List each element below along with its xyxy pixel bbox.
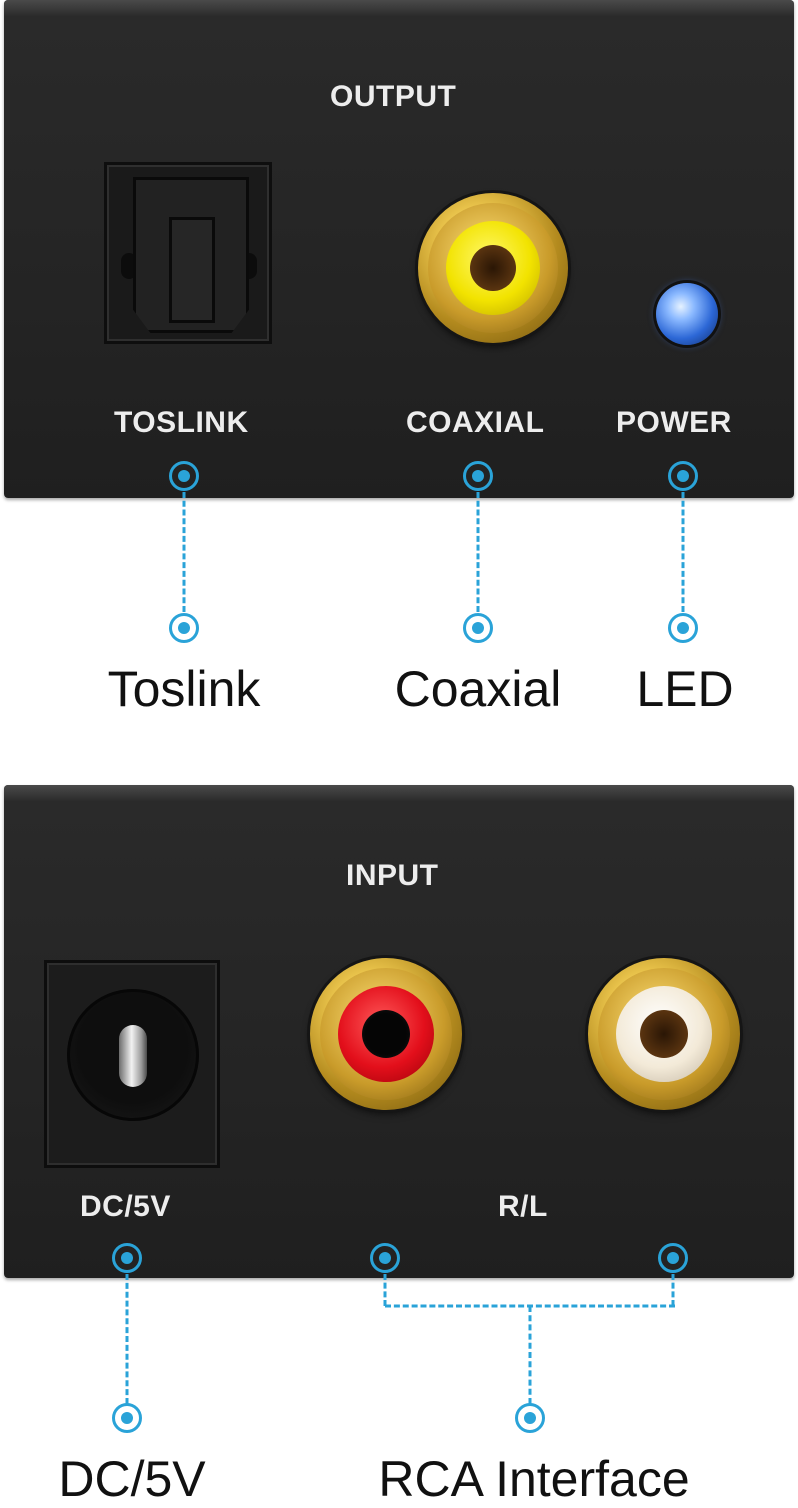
coaxial-callout-bottom-dot: [463, 613, 493, 643]
coaxial-callout-line: [476, 492, 480, 612]
input-title: INPUT: [346, 859, 439, 892]
dc-callout-bottom-dot: [112, 1403, 142, 1433]
led-callout-line: [681, 492, 685, 612]
dc-caption: DC/5V: [58, 1451, 206, 1507]
dc-power-jack: [44, 960, 220, 1168]
coaxial-jack: [418, 193, 568, 343]
power-label: POWER: [616, 406, 732, 439]
output-title: OUTPUT: [330, 80, 457, 113]
rca-right-hole: [362, 1010, 410, 1058]
toslink-label: TOSLINK: [114, 406, 249, 439]
rca-caption: RCA Interface: [378, 1451, 690, 1507]
led-callout-top-dot: [668, 461, 698, 491]
rca-callout-line: [528, 1306, 532, 1404]
rl-label: R/L: [498, 1190, 548, 1223]
rca-right-jack: [310, 958, 462, 1110]
toslink-callout-line: [182, 492, 186, 612]
led-caption: LED: [636, 661, 734, 717]
coaxial-label: COAXIAL: [406, 406, 545, 439]
toslink-callout-top-dot: [169, 461, 199, 491]
dc-jack-hole: [67, 989, 199, 1121]
rca-right-callout-dot: [370, 1243, 400, 1273]
toslink-callout-bottom-dot: [169, 613, 199, 643]
coaxial-callout-top-dot: [463, 461, 493, 491]
rca-left-callout-line: [671, 1274, 675, 1306]
dc-callout-top-dot: [112, 1243, 142, 1273]
power-led: [656, 283, 718, 345]
coaxial-caption: Coaxial: [394, 661, 562, 717]
coaxial-hole: [470, 245, 516, 291]
rca-left-jack: [588, 958, 740, 1110]
rca-left-hole: [640, 1010, 688, 1058]
toslink-slot: [169, 217, 215, 323]
output-panel: OUTPUT TOSLINK COAXIAL POWER: [4, 0, 794, 498]
rca-right-callout-line: [383, 1274, 387, 1306]
rca-left-callout-dot: [658, 1243, 688, 1273]
led-callout-bottom-dot: [668, 613, 698, 643]
dc-callout-line: [125, 1274, 129, 1404]
dc-jack-pin: [119, 1025, 147, 1087]
rca-callout-bottom-dot: [515, 1403, 545, 1433]
dc-label: DC/5V: [80, 1190, 171, 1223]
toslink-caption: Toslink: [107, 661, 261, 717]
toslink-port: [104, 162, 272, 344]
